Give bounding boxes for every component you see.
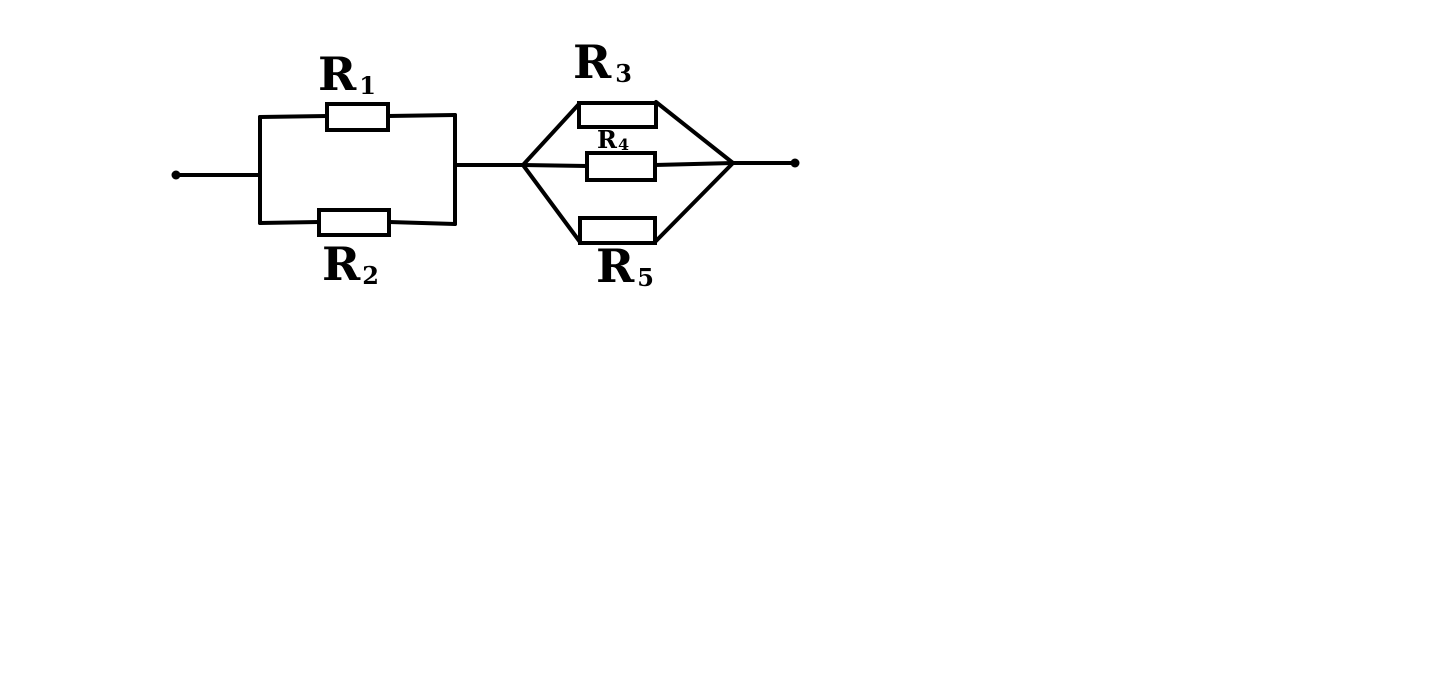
label-r5-index: 5 [637, 263, 654, 292]
label-r2: R2 [322, 237, 379, 291]
r4-branch-right [653, 161, 735, 167]
label-r4-letter: R [597, 125, 618, 154]
label-r3-letter: R [573, 35, 612, 89]
label-r4-index: 4 [618, 135, 629, 154]
label-r5-letter: R [596, 239, 635, 293]
r2-wire-left [258, 220, 321, 225]
r5-branch-left [521, 163, 582, 244]
r1-wire-right [386, 113, 457, 118]
r5-branch-right [653, 161, 735, 244]
label-r4: R4 [597, 125, 629, 154]
label-r1-letter: R [318, 47, 357, 101]
label-r3-index: 3 [615, 59, 632, 88]
r4-branch-left [521, 163, 589, 168]
label-r2-index: 2 [362, 261, 379, 290]
resistor-r1 [325, 102, 390, 132]
r2-wire-right [387, 220, 457, 226]
label-r1-index: 1 [359, 71, 376, 100]
r3-branch-right [654, 100, 735, 165]
resistor-r3 [577, 101, 658, 129]
resistor-r4 [585, 151, 657, 182]
right-terminal [790, 158, 800, 168]
resistor-r2 [317, 208, 391, 237]
label-r2-letter: R [322, 237, 361, 291]
r3-branch-left [521, 102, 581, 167]
r1-wire-left [258, 114, 329, 119]
resistor-r5 [578, 216, 657, 245]
